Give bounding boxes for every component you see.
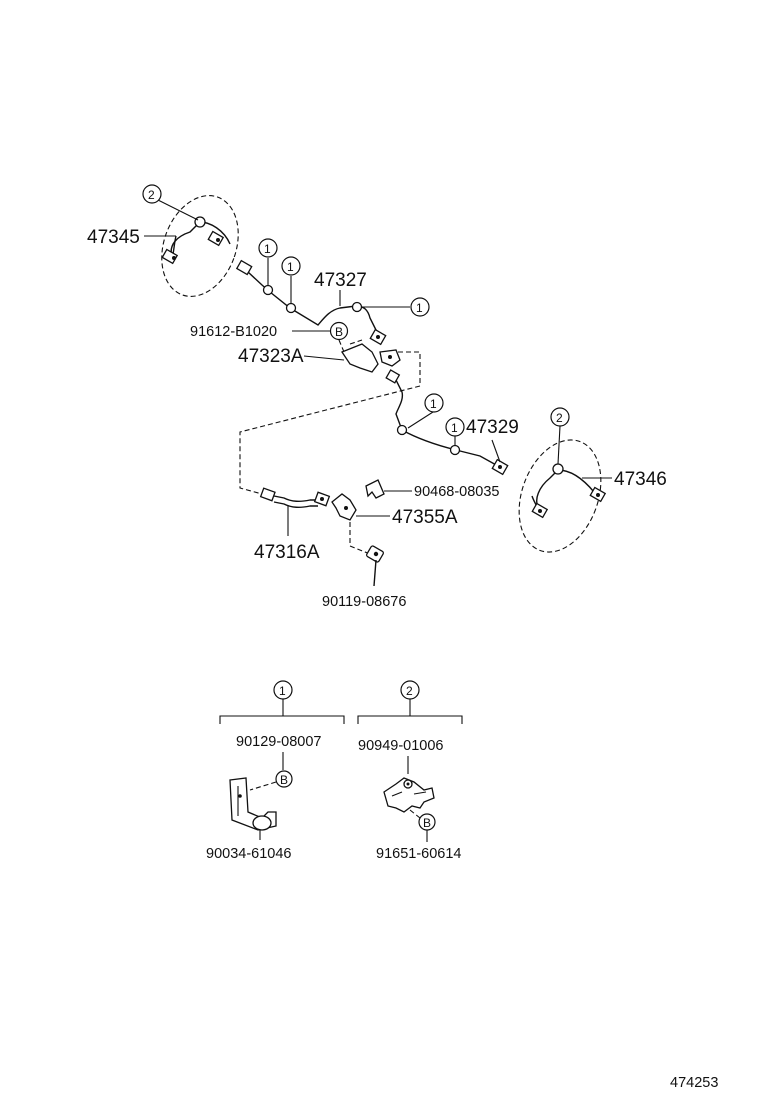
svg-text:1: 1 — [287, 260, 294, 274]
label-47329: 47329 — [466, 417, 519, 438]
label-47355a: 47355A — [392, 507, 458, 528]
callout-1-a — [258, 238, 278, 258]
svg-text:1: 1 — [279, 684, 286, 698]
label-47327: 47327 — [314, 270, 367, 291]
label-90119-08676: 90119-08676 — [322, 594, 406, 610]
bracket-47323a — [341, 343, 401, 384]
svg-text:B: B — [280, 773, 288, 787]
callout-b-main — [329, 321, 349, 341]
detail-2-group: 2 90949-01006 B 91651-60614 — [357, 680, 463, 862]
label-91651-60614: 91651-60614 — [376, 846, 461, 862]
callout-1-e — [445, 417, 465, 437]
hose-47316a — [259, 487, 331, 509]
main-hose-line — [247, 271, 379, 335]
left-wheel-hose-group — [161, 195, 239, 297]
label-91612-b1020: 91612-B1020 — [190, 324, 277, 340]
detail-1-bracket-line — [219, 715, 345, 724]
label-47346: 47346 — [614, 469, 667, 490]
callout-1-b — [281, 256, 301, 276]
callout-2-left — [142, 184, 162, 204]
detail-2-bracket-line — [357, 715, 463, 724]
svg-text:2: 2 — [148, 188, 155, 202]
callout-1-d — [424, 393, 444, 413]
bracket-47355a — [331, 493, 357, 521]
label-90129-08007: 90129-08007 — [236, 734, 321, 750]
callout-2-right — [550, 407, 570, 427]
figure-number: 474253 — [670, 1075, 718, 1091]
label-47323a: 47323A — [238, 346, 304, 367]
bolt-90119 — [366, 545, 384, 587]
svg-text:1: 1 — [451, 421, 458, 435]
label-90468-08035: 90468-08035 — [414, 484, 499, 500]
label-90949-01006: 90949-01006 — [358, 738, 443, 754]
callout-1-c — [410, 297, 430, 317]
right-wheel-dashed-ellipse — [518, 439, 602, 553]
hose-47329 — [395, 379, 509, 476]
dashed-leader-route — [239, 351, 421, 495]
svg-text:2: 2 — [556, 411, 563, 425]
svg-text:1: 1 — [430, 397, 437, 411]
svg-text:B: B — [423, 816, 431, 830]
label-90034-61046: 90034-61046 — [206, 846, 291, 862]
svg-text:1: 1 — [264, 242, 271, 256]
svg-text:B: B — [335, 325, 343, 339]
detail-1-group: 1 90129-08007 B 90034-61046 — [206, 680, 345, 862]
label-47345: 47345 — [87, 227, 140, 248]
clip-90468 — [365, 479, 385, 499]
label-47316a: 47316A — [254, 542, 320, 563]
double-clip-90949 — [383, 777, 435, 813]
main-hose-47327 — [235, 259, 387, 346]
right-wheel-hose-group — [518, 439, 607, 553]
detail-1-b-callout — [275, 770, 293, 788]
svg-text:2: 2 — [406, 684, 413, 698]
svg-text:1: 1 — [416, 301, 423, 315]
left-wheel-hose — [170, 221, 231, 259]
